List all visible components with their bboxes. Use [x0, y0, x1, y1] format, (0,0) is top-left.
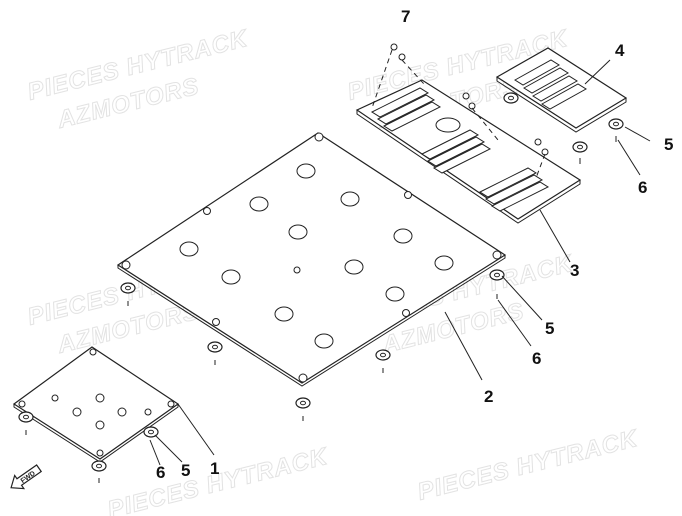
skid-plate-main: [116, 132, 507, 387]
callout-labels: 1 2 3 4 5 5 5 6 6 6 7: [156, 7, 673, 482]
callout-label: 5: [181, 461, 190, 480]
leader-lines: [149, 59, 651, 466]
callout-label: 2: [484, 387, 493, 406]
washer-assembly: [375, 349, 391, 373]
callout-label: 6: [638, 178, 647, 197]
washer-assembly: [608, 118, 624, 142]
bolt: [534, 138, 542, 146]
small-grille-plate: [495, 47, 628, 133]
bolt: [398, 53, 406, 61]
watermark-text: PIECES HYTRACK: [105, 443, 331, 516]
washer-assembly: [503, 92, 519, 104]
callout-label: 4: [615, 41, 625, 60]
washer-assembly: [18, 411, 34, 435]
callout-label: 6: [532, 349, 541, 368]
watermark-text: PIECES HYTRACK: [415, 425, 641, 506]
washer-assembly: [120, 282, 136, 306]
washers-and-screws: [18, 92, 624, 483]
callout-label: 5: [664, 135, 673, 154]
fwd-arrow-icon: FWD: [10, 464, 43, 490]
bolt: [462, 92, 470, 100]
callout-label: 3: [570, 261, 579, 280]
washer-assembly: [295, 397, 311, 421]
washer-assembly: [91, 460, 107, 483]
bolt: [468, 102, 476, 110]
bolts-group: [371, 43, 549, 179]
washer-assembly: [143, 426, 159, 438]
callout-label: 5: [545, 319, 554, 338]
skid-plate-front: [12, 346, 180, 463]
callout-label: 6: [156, 463, 165, 482]
fwd-label: FWD: [20, 470, 37, 485]
callout-label: 1: [210, 459, 219, 478]
callout-label: 7: [401, 7, 410, 26]
washer-assembly: [572, 141, 588, 164]
washer-assembly: [489, 269, 505, 299]
grille-slots: [370, 87, 550, 212]
washer-assembly: [207, 341, 223, 365]
rear-grille-plate: [355, 79, 582, 224]
bolt: [390, 43, 398, 51]
